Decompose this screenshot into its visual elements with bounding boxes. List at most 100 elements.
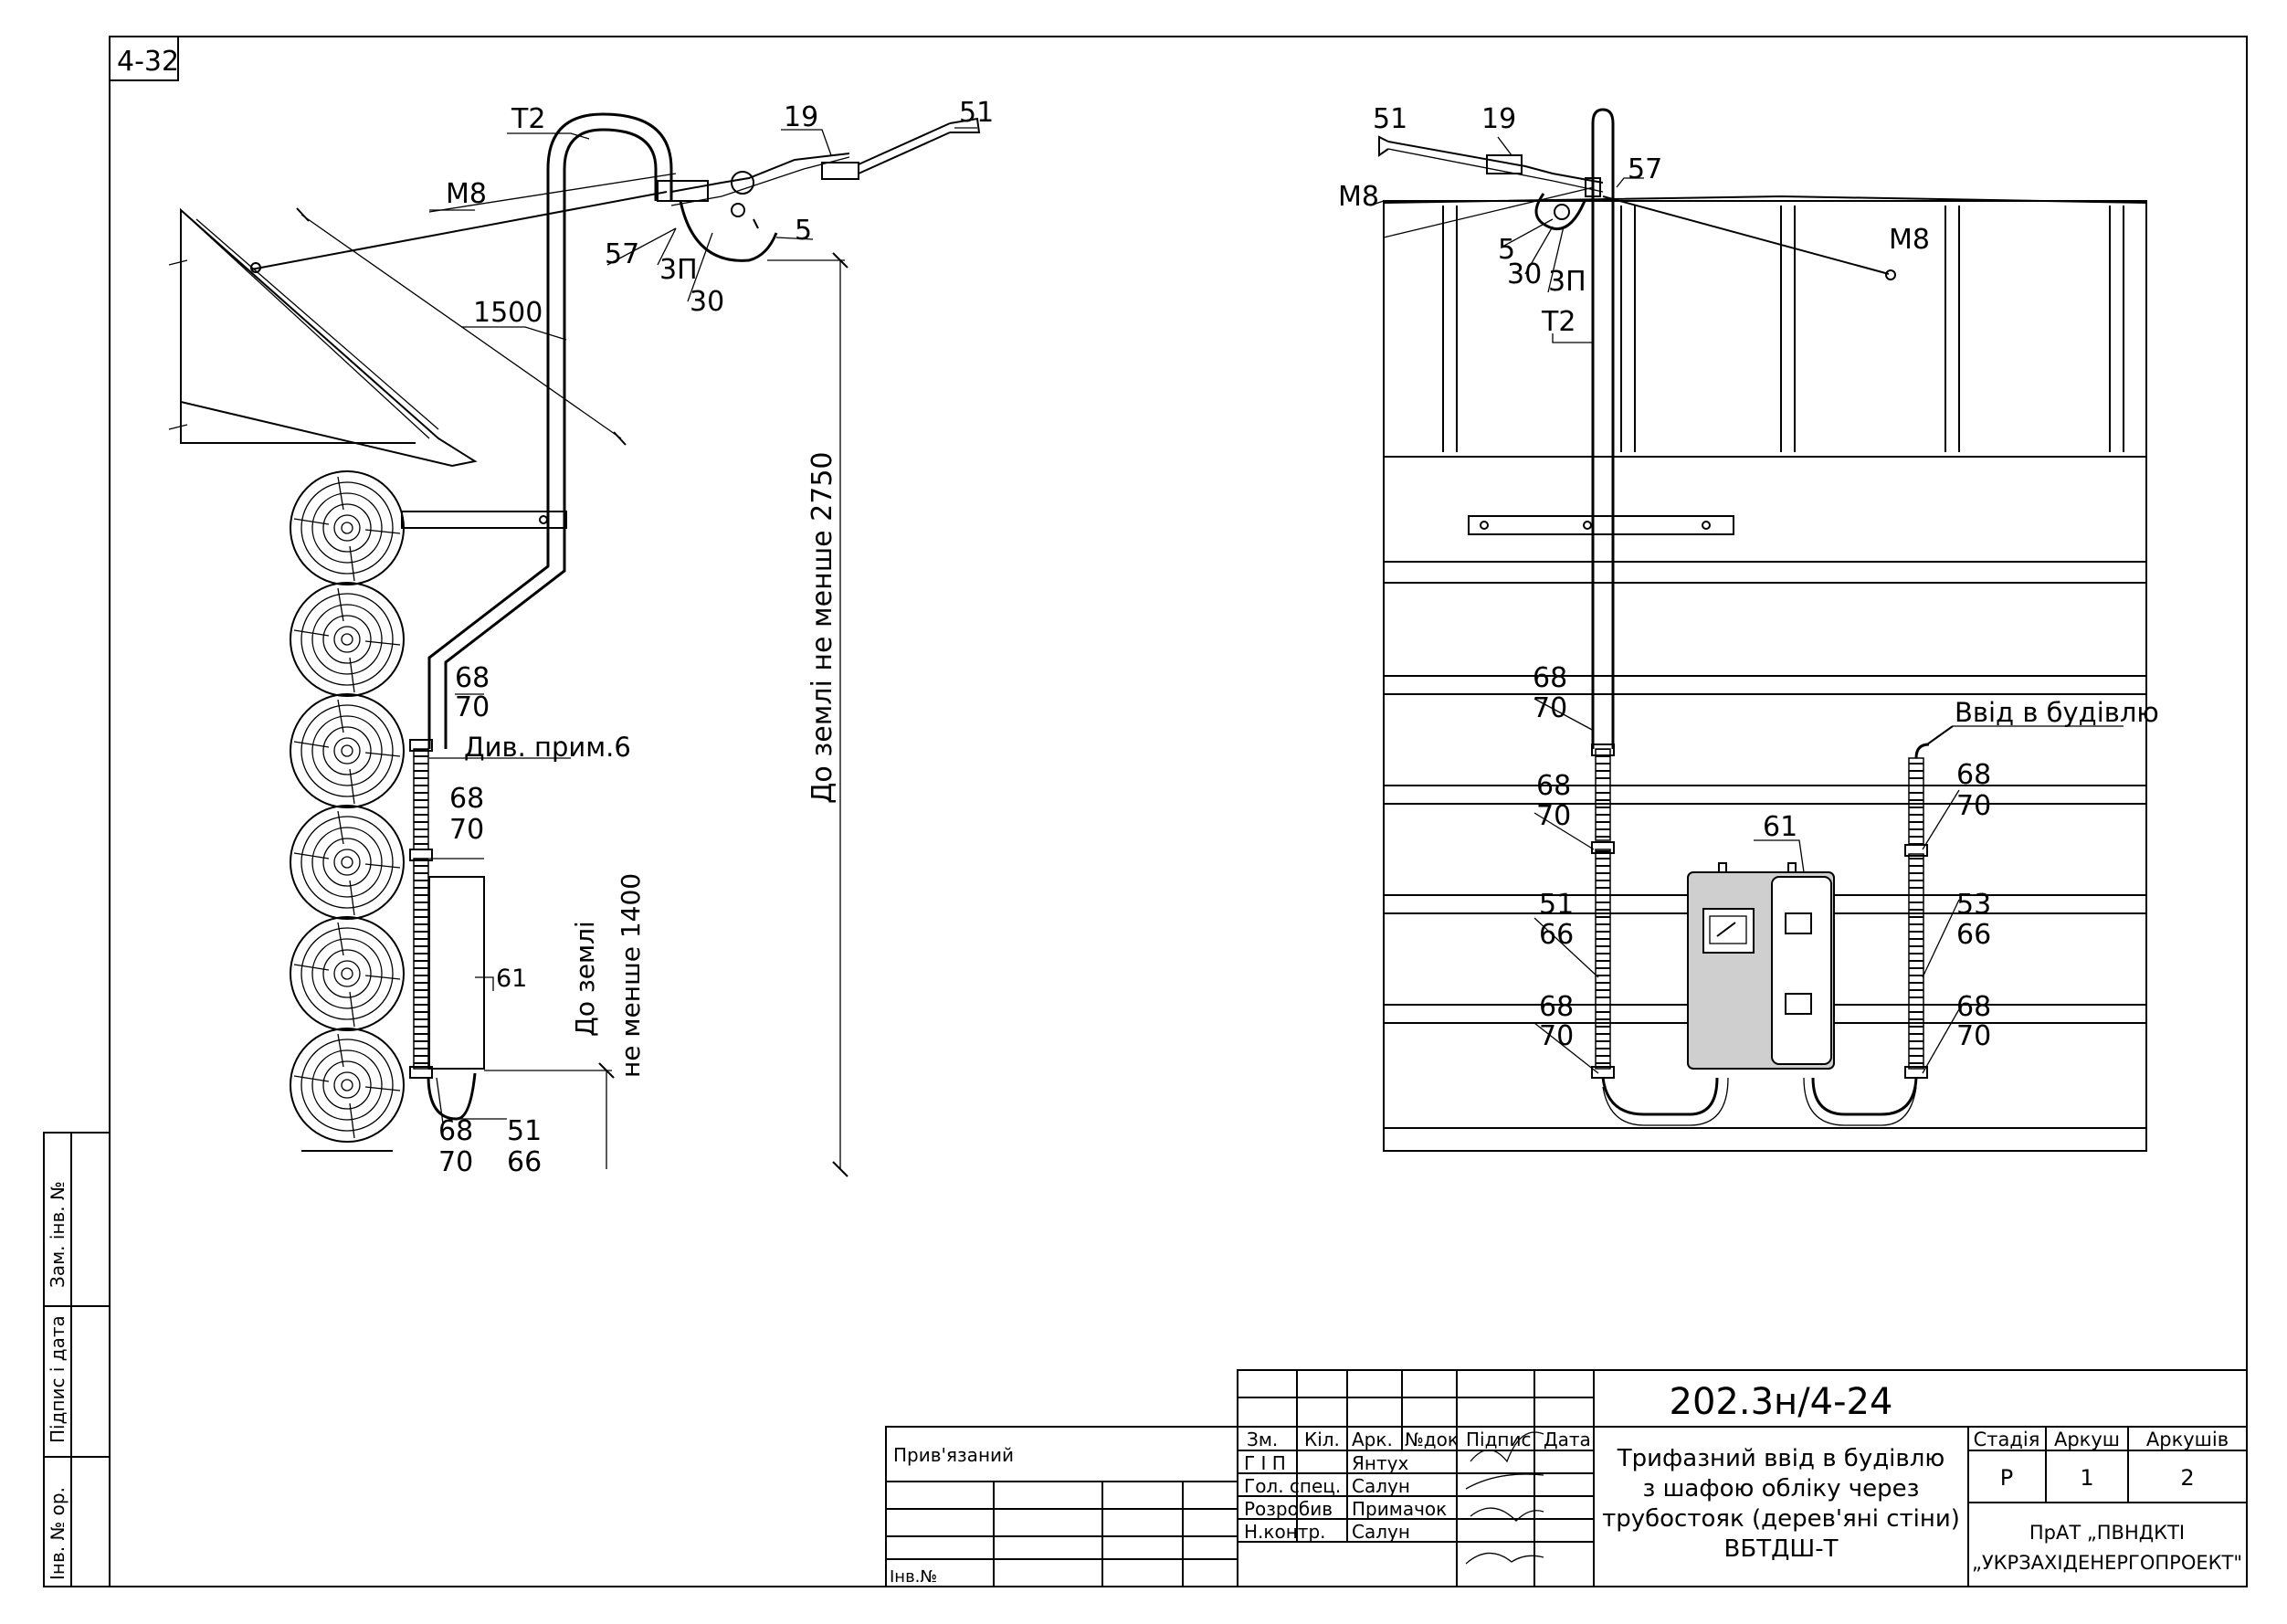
linked-block: Прив'язаний Інв.№: [885, 1426, 1238, 1587]
label-68a: 68: [455, 662, 490, 694]
stage-val-0: Р: [2000, 1465, 2013, 1491]
label-19: 19: [784, 101, 818, 133]
r-label-b68: 68: [1536, 770, 1571, 802]
side-zam: Зам. інв. №: [47, 1181, 69, 1288]
org-line-1: „УКРЗАХІДЕНЕРГОПРОЕКТ": [1972, 1552, 2242, 1574]
hdr-kil: Кіл.: [1304, 1429, 1340, 1450]
role-1: Гол. спец.: [1244, 1475, 1341, 1497]
role-3: Н.контр.: [1244, 1521, 1326, 1543]
hdr-ark: Арк.: [1352, 1429, 1393, 1450]
r-label-t2: Т2: [1541, 306, 1576, 338]
label-ground-1400-a: До землі: [570, 921, 600, 1037]
sheet-code: 4-32: [117, 46, 179, 78]
log-wall: [290, 470, 405, 1152]
r-label-61: 61: [1763, 811, 1797, 843]
label-note: Див. прим.6: [464, 732, 631, 763]
sheet-code-box: [109, 36, 179, 81]
r-label-30: 30: [1507, 258, 1542, 290]
sheet-frame: [109, 36, 2248, 1587]
role-2: Розробив: [1244, 1498, 1333, 1520]
label-51c: 51: [507, 1115, 542, 1147]
feeder-cable: [670, 153, 850, 193]
hdr-ndok: №док: [1405, 1429, 1459, 1450]
stage-hdr-0: Стадія: [1974, 1429, 2040, 1450]
label-t2: Т2: [511, 103, 545, 135]
title-line-2: трубостояк (дерев'яні стіни): [1602, 1505, 1960, 1533]
anchor-clamp: [657, 180, 709, 202]
stage-val-1: 1: [2080, 1465, 2093, 1491]
r-label-g68: 68: [1956, 991, 1991, 1023]
doc-code: 202.3н/4-24: [1670, 1381, 1893, 1423]
name-3: Салун: [1352, 1521, 1410, 1543]
r-label-b70: 70: [1536, 800, 1571, 832]
hdr-pidpys: Підпис: [1466, 1429, 1532, 1450]
stage-val-2: 2: [2180, 1465, 2194, 1491]
r-label-m8b: М8: [1889, 224, 1930, 256]
label-66c: 66: [507, 1146, 542, 1178]
label-51: 51: [959, 97, 994, 129]
label-70b: 70: [449, 814, 484, 846]
r-label-e68: 68: [1956, 759, 1991, 791]
name-0: Янтух: [1352, 1452, 1408, 1474]
label-ground-1400-b: не менше 1400: [616, 873, 646, 1078]
label-5: 5: [795, 215, 812, 247]
label-70c: 70: [438, 1146, 473, 1178]
hdr-zm: Зм.: [1247, 1429, 1278, 1450]
m8-wire: [250, 191, 668, 270]
label-3p: 3П: [659, 254, 698, 286]
r-label-g70: 70: [1956, 1020, 1991, 1052]
r-label-e70: 70: [1956, 790, 1991, 822]
stage-hdr-1: Аркуш: [2054, 1429, 2120, 1450]
name-2: Примачок: [1352, 1498, 1447, 1520]
r-label-57: 57: [1628, 153, 1662, 185]
signatures: [1465, 1431, 1544, 1565]
label-70a: 70: [455, 691, 490, 723]
r-label-3p: 3П: [1548, 266, 1586, 298]
r-label-c51: 51: [1539, 889, 1574, 921]
right-view: [1369, 108, 2147, 1152]
label-68c: 68: [438, 1115, 473, 1147]
stage-hdr-2: Аркушів: [2146, 1429, 2229, 1450]
hdr-data: Дата: [1544, 1429, 1591, 1450]
conduit-upper: [413, 748, 429, 850]
riser-pipe-t2: [546, 112, 673, 511]
r-label-a70: 70: [1533, 692, 1567, 724]
name-1: Салун: [1352, 1475, 1410, 1497]
meter-box-side: [428, 876, 485, 1070]
r-label-51: 51: [1373, 103, 1407, 135]
title-line-3: ВБТДШ-Т: [1724, 1535, 1839, 1563]
r-label-m8a: М8: [1338, 181, 1379, 213]
clamp-19-right: [1486, 154, 1523, 174]
label-m8: М8: [446, 178, 487, 210]
r-label-c66: 66: [1539, 919, 1574, 951]
r-label-entry: Ввід в будівлю: [1955, 697, 2159, 728]
left-view: [168, 112, 981, 1177]
r-label-d70: 70: [1539, 1020, 1574, 1052]
riser-pipe-right: [1591, 108, 1615, 749]
drip-loop: [679, 200, 778, 262]
label-30: 30: [690, 286, 724, 318]
side-stamp: Зам. інв. № Підпис і дата Інв. № ор.: [43, 1132, 111, 1587]
wall-bracket: [401, 511, 567, 529]
label-57: 57: [605, 238, 639, 270]
label-1500: 1500: [473, 297, 543, 329]
title-line-1: з шафою обліку через: [1643, 1475, 1920, 1503]
label-68b: 68: [449, 783, 484, 815]
r-label-a68: 68: [1533, 662, 1567, 694]
title-line-0: Трифазний ввід в будівлю: [1617, 1445, 1944, 1472]
side-pidpys: Підпис і дата: [47, 1315, 69, 1443]
title-block: Зм. Кіл. Арк. №док Підпис Дата Г І П Гол…: [1237, 1369, 2248, 1587]
r-label-f66: 66: [1956, 919, 1991, 951]
r-label-5: 5: [1498, 234, 1515, 266]
org-line-0: ПрАТ „ПВНДКТІ: [2029, 1522, 2185, 1544]
roof-overhang: [180, 207, 478, 468]
label-ground-2750: До землі не менше 2750: [806, 451, 838, 804]
r-label-19: 19: [1481, 103, 1516, 135]
linked-title: Прив'язаний: [893, 1444, 1014, 1466]
conduit-lower: [413, 858, 429, 1070]
wall-bracket-right: [1468, 515, 1734, 535]
label-61: 61: [496, 965, 527, 993]
r-label-f53: 53: [1956, 889, 1991, 921]
linked-inv: Інв.№: [890, 1567, 937, 1587]
